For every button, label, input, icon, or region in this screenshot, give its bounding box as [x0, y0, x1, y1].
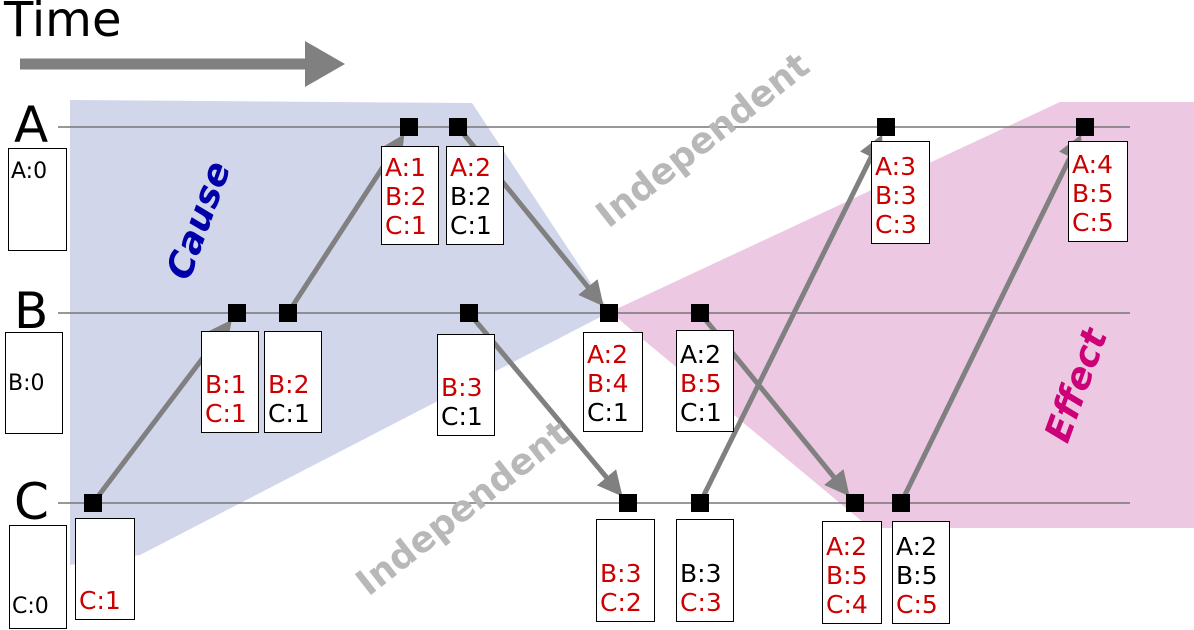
- clock-entry: A:2: [826, 532, 867, 561]
- message-arrow-c5-to-a4: [898, 134, 1082, 505]
- time-axis-title: Time: [4, 0, 122, 48]
- clock-entry: B:5: [826, 561, 868, 590]
- clock-entry: B:3: [680, 559, 722, 588]
- clock-entry: C:1: [680, 398, 722, 427]
- initial-clock-value: B:0: [8, 371, 45, 396]
- event-marker-c4: [846, 494, 864, 512]
- initial-clock-c: C:0: [9, 525, 67, 629]
- process-label-a: A: [14, 96, 49, 154]
- clock-entry: C:3: [875, 210, 917, 239]
- clock-entry: C:1: [587, 398, 629, 427]
- clock-entry: C:4: [826, 590, 868, 619]
- clock-entry: B:2: [385, 182, 427, 211]
- event-marker-b1: [228, 304, 246, 322]
- event-marker-b3: [460, 304, 478, 322]
- clock-entry: C:1: [450, 211, 492, 240]
- clock-entry: C:5: [896, 590, 938, 619]
- clock-entry: B:3: [600, 559, 642, 588]
- event-marker-a4: [1076, 118, 1094, 136]
- clock-entry: B:3: [875, 181, 917, 210]
- clock-entry: B:3: [441, 373, 483, 402]
- message-arrow-c3-to-a3: [697, 134, 883, 505]
- clock-entry: C:1: [79, 586, 121, 615]
- clock-entry: C:1: [385, 211, 427, 240]
- initial-clock-value: C:0: [12, 594, 49, 619]
- effect-region: [610, 102, 1194, 528]
- initial-clock-b: B:0: [5, 332, 63, 434]
- clock-entry: A:2: [896, 532, 937, 561]
- clock-entry: B:5: [1072, 179, 1114, 208]
- event-marker-a1: [400, 118, 418, 136]
- event-marker-c3: [691, 494, 709, 512]
- initial-clock-a: A:0: [8, 148, 67, 251]
- clock-entry: A:1: [385, 153, 426, 182]
- clock-entry: C:5: [1072, 208, 1114, 237]
- clock-entry: A:2: [450, 153, 491, 182]
- event-marker-c1: [84, 494, 102, 512]
- event-marker-c5: [892, 494, 910, 512]
- process-label-c: C: [14, 473, 49, 531]
- clock-entry: B:5: [680, 369, 722, 398]
- vector-clock-c1: C:1: [75, 518, 135, 620]
- event-marker-b2: [279, 304, 297, 322]
- clock-entry: A:2: [680, 340, 721, 369]
- event-marker-c2: [619, 494, 637, 512]
- event-marker-b4: [600, 304, 618, 322]
- clock-entry: B:2: [450, 182, 492, 211]
- clock-entry: C:3: [680, 588, 722, 617]
- clock-entry: A:2: [587, 340, 628, 369]
- clock-entry: B:2: [268, 370, 310, 399]
- event-marker-a2: [449, 118, 467, 136]
- process-label-b: B: [14, 282, 49, 340]
- event-marker-b5: [691, 304, 709, 322]
- time-arrow: [20, 41, 345, 87]
- clock-entry: C:1: [268, 399, 310, 428]
- clock-entry: A:4: [1072, 150, 1113, 179]
- clock-entry: C:2: [600, 588, 642, 617]
- clock-entry: A:3: [875, 152, 916, 181]
- cause-region: [70, 100, 610, 565]
- event-marker-a3: [877, 118, 895, 136]
- clock-entry: C:1: [205, 399, 247, 428]
- clock-entry: B:4: [587, 369, 629, 398]
- clock-entry: B:1: [205, 370, 247, 399]
- clock-entry: B:5: [896, 561, 938, 590]
- initial-clock-value: A:0: [11, 159, 48, 184]
- clock-entry: C:1: [441, 402, 483, 431]
